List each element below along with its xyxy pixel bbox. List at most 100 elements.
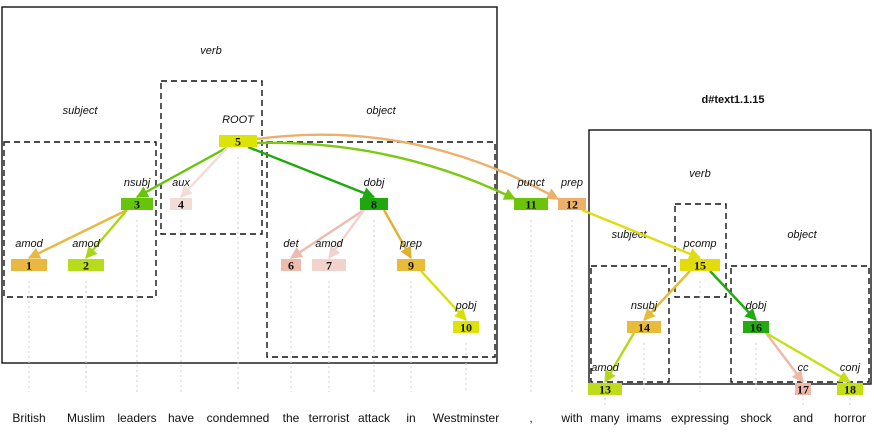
dependency-edge-5-3 xyxy=(135,145,229,199)
token-node-14[interactable]: 14 xyxy=(627,321,661,335)
sentence-word: in xyxy=(406,411,415,425)
sentence-word: , xyxy=(529,411,532,425)
clause-2-subject-region xyxy=(590,265,670,383)
token-node-8[interactable]: 8 xyxy=(360,198,388,212)
token-node-5[interactable]: 5 xyxy=(219,135,257,149)
token-node-number: 14 xyxy=(638,321,650,335)
sentence-word: terrorist xyxy=(309,411,350,425)
sentence-word: shock xyxy=(740,411,772,425)
token-node-box xyxy=(514,198,548,210)
sentence-title: d#text1.1.15 xyxy=(702,94,765,106)
dependency-edge-9-10 xyxy=(420,270,467,321)
sentence-word: horror xyxy=(834,411,866,425)
token-node-box xyxy=(627,321,661,333)
clause-1-frame xyxy=(1,6,498,364)
token-node-1[interactable]: 1 xyxy=(11,259,47,273)
token-node-2[interactable]: 2 xyxy=(68,259,104,273)
token-node-7[interactable]: 7 xyxy=(312,259,346,273)
clause-1-object-region xyxy=(266,141,496,358)
token-node-3[interactable]: 3 xyxy=(121,198,153,212)
token-node-box xyxy=(837,383,863,395)
dependency-edge-15-16 xyxy=(709,270,757,321)
sentence-word: Muslim xyxy=(67,411,105,425)
sentence-word: many xyxy=(590,411,619,425)
clause-2-object-label: object xyxy=(787,229,817,241)
relation-label-17: cc xyxy=(798,362,810,374)
token-node-number: 4 xyxy=(178,198,184,212)
token-node-box xyxy=(170,198,192,210)
token-node-box xyxy=(795,383,811,395)
dependency-edge-5-4 xyxy=(180,146,229,198)
dependency-edge-15-14 xyxy=(643,270,691,321)
clause-2-verb-region xyxy=(674,203,727,298)
clause-2-frame xyxy=(588,129,872,385)
relation-label-10: pobj xyxy=(455,300,477,312)
token-node-number: 11 xyxy=(525,198,536,212)
relation-label-4: aux xyxy=(172,177,190,189)
token-node-box xyxy=(121,198,153,210)
token-node-number: 13 xyxy=(599,383,611,397)
token-node-box xyxy=(588,383,622,395)
token-node-box xyxy=(360,198,388,210)
sentence-word: leaders xyxy=(117,411,156,425)
relation-label-18: conj xyxy=(840,362,861,374)
clause-1-subject-label: subject xyxy=(63,105,99,117)
token-node-number: 2 xyxy=(83,259,89,273)
token-node-box xyxy=(680,259,720,271)
sentence-word: expressing xyxy=(671,411,729,425)
token-node-box xyxy=(558,198,586,210)
clause-1-verb-label: verb xyxy=(200,45,221,57)
dependency-edge-12-15 xyxy=(581,208,702,260)
sentence-word: Westminster xyxy=(433,411,499,425)
token-node-box xyxy=(397,259,425,271)
sentence-word: the xyxy=(283,411,300,425)
dependency-edge-3-1 xyxy=(27,208,128,260)
sentence-word: imams xyxy=(626,411,661,425)
token-node-box xyxy=(11,259,47,271)
relation-label-8: dobj xyxy=(364,177,385,189)
dependency-edge-5-12 xyxy=(256,133,560,201)
relation-label-3: nsubj xyxy=(124,177,151,189)
dependency-edge-8-6 xyxy=(289,208,365,260)
token-node-9[interactable]: 9 xyxy=(397,259,425,273)
token-node-16[interactable]: 16 xyxy=(743,321,769,335)
token-node-4[interactable]: 4 xyxy=(170,198,192,212)
token-node-15[interactable]: 15 xyxy=(680,259,720,273)
token-node-11[interactable]: 11 xyxy=(514,198,548,212)
token-node-number: 10 xyxy=(460,321,472,335)
clause-1-subject-region xyxy=(3,141,157,298)
token-node-6[interactable]: 6 xyxy=(281,259,301,273)
token-node-10[interactable]: 10 xyxy=(453,321,479,335)
token-node-12[interactable]: 12 xyxy=(558,198,586,212)
dependency-edge-5-8 xyxy=(247,145,376,199)
token-node-18[interactable]: 18 xyxy=(837,383,863,397)
dependency-edge-16-17 xyxy=(765,332,804,383)
relation-label-12: prep xyxy=(560,177,583,189)
relation-label-15: pcomp xyxy=(682,238,716,250)
token-node-box xyxy=(453,321,479,333)
relation-label-1: amod xyxy=(15,238,43,250)
relation-label-11: punct xyxy=(517,177,546,189)
token-node-number: 12 xyxy=(566,198,578,212)
token-node-box xyxy=(281,259,301,271)
token-node-number: 3 xyxy=(134,198,140,212)
sentence-word: have xyxy=(168,411,194,425)
sentence-word: condemned xyxy=(207,411,270,425)
clause-1-verb-region xyxy=(160,80,263,235)
relation-label-16: dobj xyxy=(746,300,767,312)
token-node-box xyxy=(312,259,346,271)
token-node-number: 1 xyxy=(26,259,32,273)
token-node-13[interactable]: 13 xyxy=(588,383,622,397)
token-node-box xyxy=(68,259,104,271)
token-node-17[interactable]: 17 xyxy=(795,383,811,397)
relation-label-2: amod xyxy=(72,238,100,250)
token-node-number: 16 xyxy=(750,321,762,335)
token-node-number: 7 xyxy=(326,259,332,273)
sentence-word: attack xyxy=(358,411,391,425)
dependency-edge-3-2 xyxy=(85,209,128,259)
dependency-edge-14-13 xyxy=(603,332,636,384)
clause-2-verb-label: verb xyxy=(689,168,710,180)
relation-label-9: prep xyxy=(399,238,422,250)
